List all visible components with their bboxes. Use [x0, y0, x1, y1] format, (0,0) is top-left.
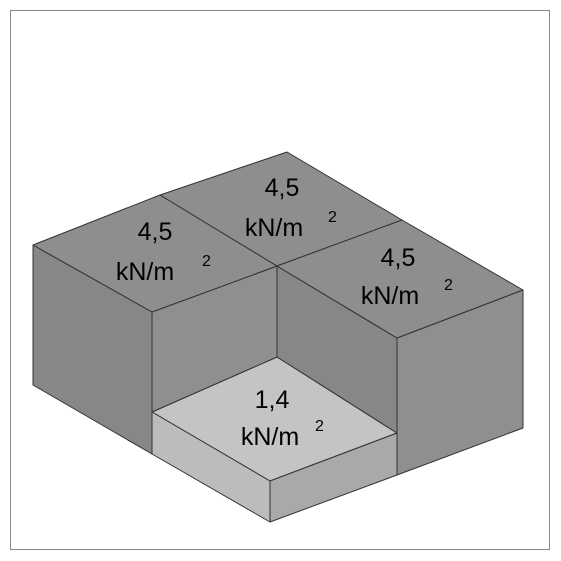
load-value-back-left: 4,5	[138, 218, 173, 246]
load-label-back-right: 4,5 kN/m 2	[245, 174, 337, 242]
load-exp-back-right: 2	[328, 209, 337, 226]
load-unit-back-right: kN/m	[245, 214, 303, 242]
load-exp-front: 2	[315, 418, 324, 435]
low-block	[151, 356, 398, 523]
load-value-right: 4,5	[381, 244, 416, 272]
load-label-right: 4,5 kN/m 2	[361, 244, 453, 310]
load-unit-back-left: kN/m	[116, 258, 174, 286]
top-right	[276, 219, 524, 339]
load-value-back-right: 4,5	[265, 174, 300, 202]
tall-block-sides	[32, 244, 524, 476]
load-value-front: 1,4	[255, 386, 290, 414]
load-unit-front: kN/m	[241, 423, 299, 451]
load-label-back-left: 4,5 kN/m 2	[116, 218, 211, 286]
load-exp-back-left: 2	[202, 253, 211, 270]
tall-block-tops	[32, 151, 524, 339]
load-exp-right: 2	[444, 277, 453, 294]
load-unit-right: kN/m	[361, 282, 419, 310]
load-label-front: 1,4 kN/m 2	[241, 386, 324, 451]
